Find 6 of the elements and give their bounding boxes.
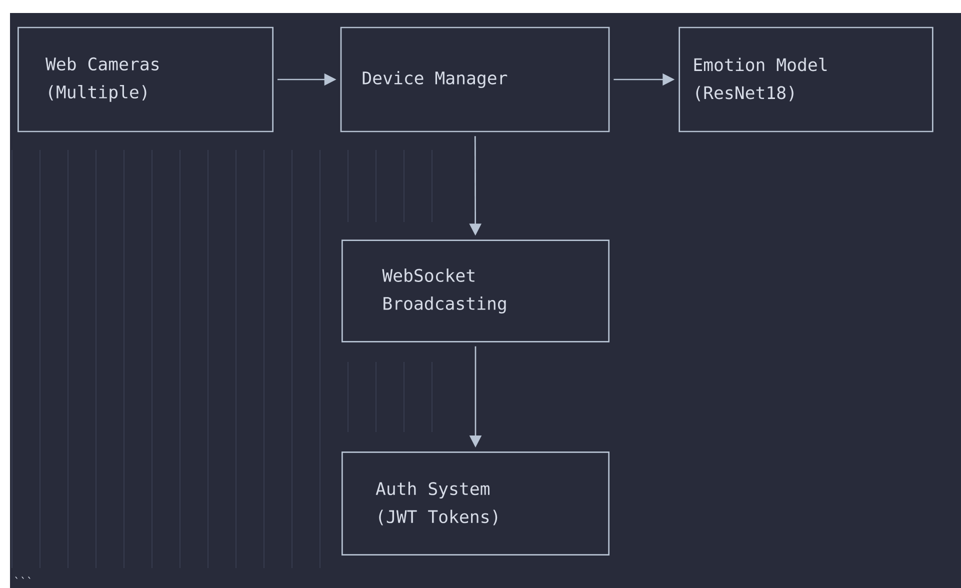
- process-box: Auth System (JWT Tokens): [342, 452, 610, 556]
- process-box: Device Manager: [340, 26, 610, 132]
- process-box: Emotion Model (ResNet18): [678, 26, 934, 132]
- process-box: WebSocket Broadcasting: [342, 240, 610, 342]
- code-fence: ```: [15, 576, 30, 579]
- process-box: Web Cameras (Multiple): [18, 26, 274, 132]
